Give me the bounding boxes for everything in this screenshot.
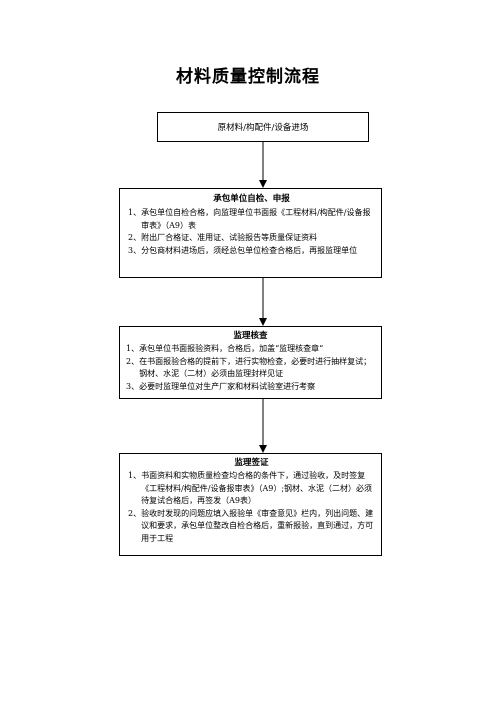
step-item-list: 1、承包单位自检合格，向监理单位书面报《工程材料/构配件/设备报审表》（A9）表… <box>128 207 375 257</box>
item-text: 在书面报验合格的提前下，进行实物检查，必要时进行抽样复试；钢材、水泥（二材）必须… <box>139 356 372 379</box>
item-text: 验收时发现的问题应填入报验单《审查意见》栏内，列出问题、建议和要求，承包单位整改… <box>141 508 374 543</box>
list-item: 3、分包商材料进场后，须经总包单位检查合格后，再报监理单位 <box>128 245 375 258</box>
item-text: 承包单位自检合格，向监理单位书面报《工程材料/构配件/设备报审表》（A9）表 <box>141 208 371 230</box>
item-number: 2、 <box>128 233 142 242</box>
list-item: 1、承包单位自检合格，向监理单位书面报《工程材料/构配件/设备报审表》（A9）表 <box>128 207 375 232</box>
step-item-list: 1、书面资料和实物质量检查均合格的条件下，通过验收，及时签复《工程材料/构配件/… <box>128 470 375 545</box>
page-title: 材料质量控制流程 <box>176 67 320 87</box>
item-number: 1、 <box>126 344 140 353</box>
step-incoming-materials-box: 原材料/构配件/设备进场 <box>157 112 369 142</box>
item-text: 附出厂合格证、准用证、试验报告等质量保证资料 <box>141 233 318 242</box>
item-number: 3、 <box>126 381 140 391</box>
step-item-list: 1、承包单位书面报验资料，合格后，加盖“监理核查章“ 2、在书面报验合格的提前下… <box>126 343 375 393</box>
step-heading: 承包单位自检、申报 <box>213 194 290 204</box>
item-number: 1、 <box>128 471 142 480</box>
item-number: 1、 <box>128 208 142 217</box>
item-text: 书面资料和实物质量检查均合格的条件下，通过验收，及时签复《工程材料/构配件/设备… <box>141 471 373 505</box>
item-text: 必要时监理单位对生产厂家和材料试验室进行考察 <box>139 381 316 391</box>
step-contractor-self-check-box: 承包单位自检、申报 1、承包单位自检合格，向监理单位书面报《工程材料/构配件/设… <box>119 188 382 278</box>
list-item: 1、书面资料和实物质量检查均合格的条件下，通过验收，及时签复《工程材料/构配件/… <box>128 470 375 508</box>
step-supervision-signoff-box: 监理签证 1、书面资料和实物质量检查均合格的条件下，通过验收，及时签复《工程材料… <box>119 453 382 556</box>
item-number: 3、 <box>128 245 142 255</box>
item-text: 分包商材料进场后，须经总包单位检查合格后，再报监理单位 <box>141 245 358 255</box>
list-item: 2、在书面报验合格的提前下，进行实物检查，必要时进行抽样复试；钢材、水泥（二材）… <box>126 356 375 381</box>
list-item: 2、验收时发现的问题应填入报验单《审查意见》栏内，列出问题、建议和要求，承包单位… <box>128 508 375 546</box>
list-item: 1、承包单位书面报验资料，合格后，加盖“监理核查章“ <box>126 343 375 356</box>
step-incoming-materials-label: 原材料/构配件/设备进场 <box>217 123 309 133</box>
step-heading: 监理核查 <box>233 331 268 341</box>
item-number: 2、 <box>126 356 140 366</box>
item-text: 承包单位书面报验资料，合格后，加盖“监理核查章“ <box>139 344 324 353</box>
list-item: 2、附出厂合格证、准用证、试验报告等质量保证资料 <box>128 232 375 245</box>
step-supervision-check-box: 监理核查 1、承包单位书面报验资料，合格后，加盖“监理核查章“ 2、在书面报验合… <box>119 326 382 399</box>
item-number: 2、 <box>128 508 142 518</box>
list-item: 3、必要时监理单位对生产厂家和材料试验室进行考察 <box>126 381 375 394</box>
step-heading: 监理签证 <box>234 458 269 468</box>
